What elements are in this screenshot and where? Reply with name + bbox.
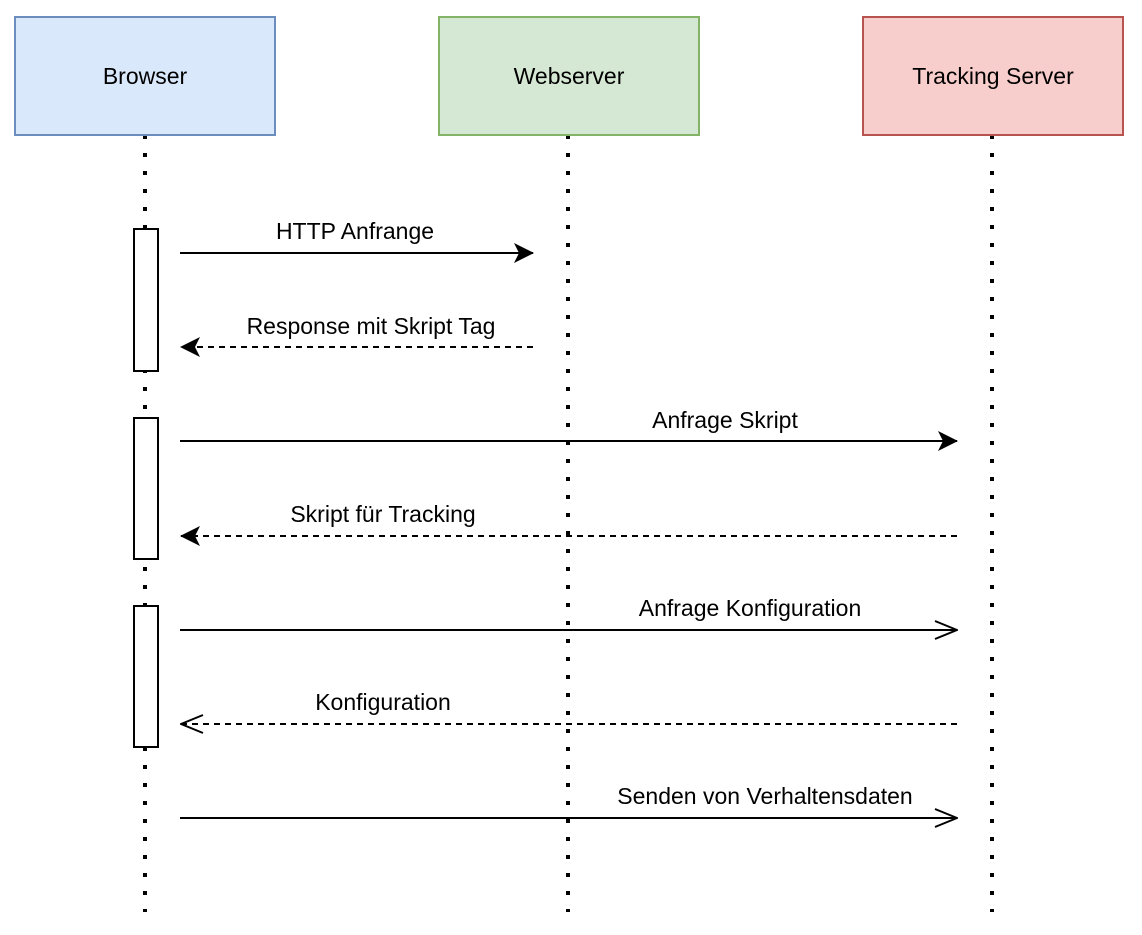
message-label: Response mit Skript Tag: [247, 313, 496, 339]
message-anfrage-skript: Anfrage Skript: [180, 407, 958, 451]
message-skript-fuer-tracking: Skript für Tracking: [180, 501, 957, 546]
message-label: Skript für Tracking: [290, 501, 475, 527]
participant-browser: Browser: [14, 16, 276, 136]
message-http-anfrange: HTTP Anfrange: [180, 218, 534, 263]
activation-bar: [133, 417, 159, 560]
activation-bar: [133, 228, 159, 372]
participant-tracking-server-label: Tracking Server: [912, 63, 1074, 89]
message-label: HTTP Anfrange: [276, 218, 434, 244]
participant-webserver: Webserver: [438, 16, 700, 136]
message-label: Anfrage Konfiguration: [639, 595, 862, 621]
participant-browser-label: Browser: [103, 63, 188, 89]
participant-webserver-label: Webserver: [514, 63, 625, 89]
message-label: Konfiguration: [315, 689, 451, 715]
message-label: Senden von Verhaltensdaten: [617, 783, 912, 809]
participant-tracking-server: Tracking Server: [862, 16, 1124, 136]
message-senden-von-verhaltensdaten: Senden von Verhaltensdaten: [180, 783, 957, 818]
activation-bar: [133, 605, 159, 748]
message-response-mit-skript-tag: Response mit Skript Tag: [180, 313, 533, 357]
message-label: Anfrage Skript: [652, 407, 798, 433]
message-konfiguration: Konfiguration: [181, 689, 957, 724]
message-anfrage-konfiguration: Anfrage Konfiguration: [180, 595, 957, 630]
